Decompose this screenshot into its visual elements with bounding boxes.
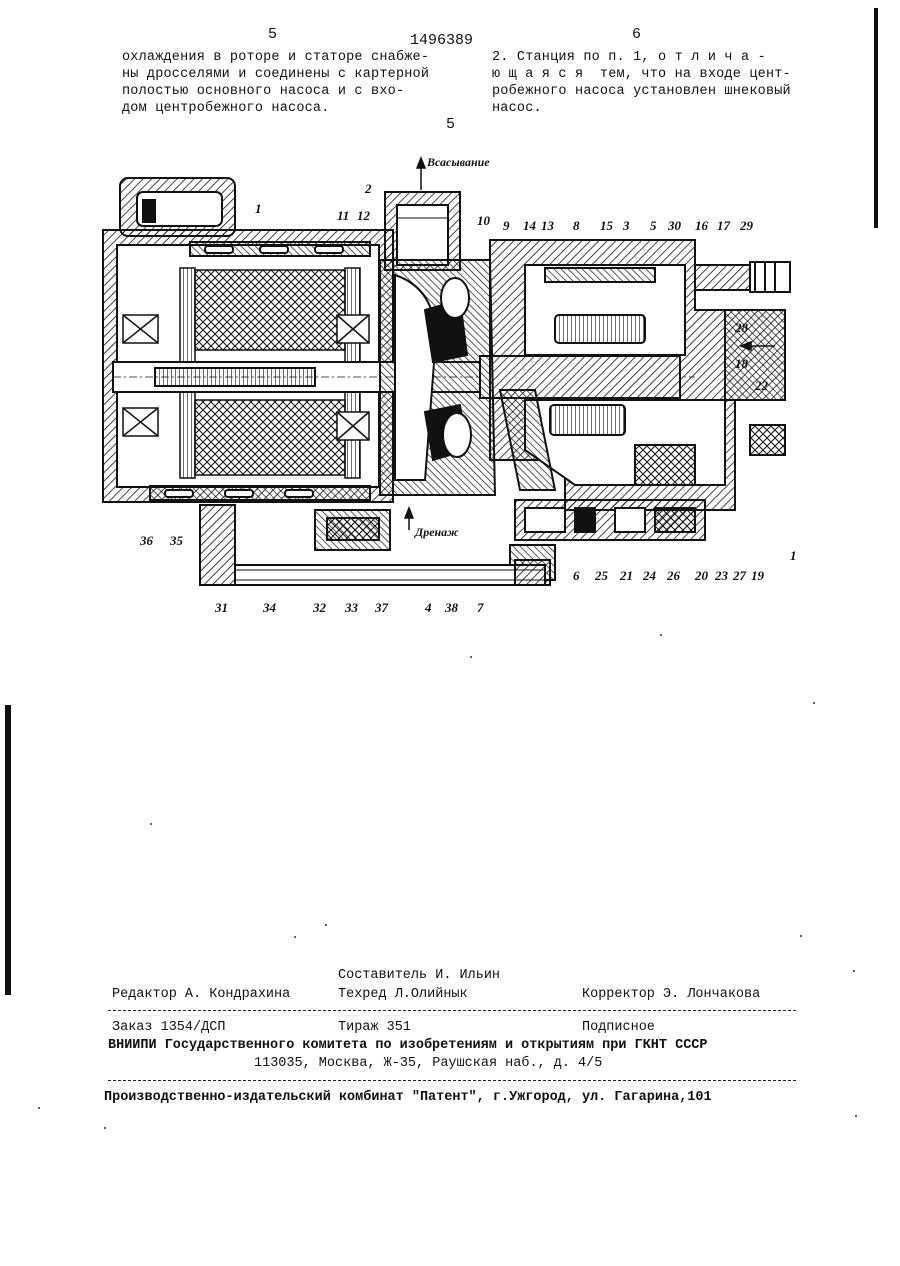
imprint-subscription: Подписное [582, 1020, 655, 1035]
callout: 19 [751, 568, 765, 583]
left-line: охлаждения в роторе и статоре снабже- [122, 49, 429, 66]
scan-speck [853, 970, 855, 972]
callout: 2 [364, 181, 372, 196]
scan-speck [294, 936, 296, 938]
left-line: дом центробежного насоса. [122, 100, 429, 117]
callout: 38 [444, 600, 459, 615]
callout: 16 [695, 218, 709, 233]
callout: 10 [477, 213, 491, 228]
scan-speck [800, 935, 802, 937]
imprint-order: Заказ 1354/ДСП [112, 1020, 225, 1035]
callout: 24 [642, 568, 657, 583]
imprint-org-line2: 113035, Москва, Ж-35, Раушская наб., д. … [254, 1056, 602, 1071]
callout: 33 [344, 600, 359, 615]
scan-speck [470, 656, 472, 658]
imprint-publisher: Производственно-издательский комбинат "П… [104, 1090, 712, 1105]
imprint-editor: Редактор А. Кондрахина [112, 987, 290, 1002]
callout: 20 [694, 568, 709, 583]
callout: 1 [255, 201, 262, 216]
callout: 32 [312, 600, 327, 615]
line-marker: 5 [446, 116, 455, 133]
callout: 26 [666, 568, 681, 583]
left-column: охлаждения в роторе и статоре снабже- ны… [122, 49, 429, 117]
callout: 12 [357, 208, 371, 223]
callout: 35 [169, 533, 184, 548]
callout: 21 [619, 568, 633, 583]
centrifugal-pump [380, 192, 495, 495]
right-line: 2. Станция по п. 1, о т л и ч а - [492, 49, 791, 66]
drain-label: Дренаж [414, 525, 459, 539]
callout: 3 [622, 218, 630, 233]
page-number-left: 5 [268, 26, 277, 43]
callout: 17 [717, 218, 731, 233]
patent-number: 1496389 [410, 32, 473, 49]
scan-speck [38, 1107, 40, 1109]
scan-margin-left [5, 705, 11, 995]
callout: 29 [739, 218, 754, 233]
callout: 22 [754, 378, 769, 393]
callout: 8 [573, 218, 580, 233]
callout: 5 [650, 218, 657, 233]
callout: 7 [477, 600, 484, 615]
callout: 27 [732, 568, 747, 583]
callout: 36 [139, 533, 154, 548]
callout: 34 [262, 600, 277, 615]
callout: 14 [523, 218, 537, 233]
callout: 15 [600, 218, 614, 233]
rule-top [108, 1010, 796, 1011]
left-line: ны дросселями и соединены с картерной [122, 66, 429, 83]
callout: 9 [503, 218, 510, 233]
callout: 13 [541, 218, 555, 233]
bottom-drain-line [200, 505, 550, 585]
callout: 18 [735, 356, 749, 371]
suction-label: Всасывание [426, 155, 490, 169]
imprint-compiler: Составитель И. Ильин [338, 968, 500, 983]
right-line: насос. [492, 100, 791, 117]
scan-margin-right [874, 8, 878, 228]
callout: 23 [714, 568, 729, 583]
callout: 11 [337, 208, 349, 223]
callout: 1 [790, 548, 797, 563]
callout: 25 [594, 568, 609, 583]
rule-bottom [108, 1080, 796, 1081]
callout: 30 [667, 218, 682, 233]
right-line: ю щ а я с я тем, что на входе цент- [492, 66, 791, 83]
page-number-right: 6 [632, 26, 641, 43]
right-line: робежного насоса установлен шнековый [492, 83, 791, 100]
callout: 6 [573, 568, 580, 583]
scan-speck [325, 924, 327, 926]
scan-speck [150, 823, 152, 825]
imprint-techred: Техред Л.Олийнык [338, 987, 468, 1002]
imprint-org-line1: ВНИИПИ Государственного комитета по изоб… [108, 1038, 708, 1053]
imprint-corrector: Корректор Э. Лончакова [582, 987, 760, 1002]
scan-speck [104, 1127, 106, 1129]
callout: 37 [374, 600, 389, 615]
scan-speck [855, 1115, 857, 1117]
left-line: полостью основного насоса и с вхо- [122, 83, 429, 100]
right-column: 2. Станция по п. 1, о т л и ч а - ю щ а … [492, 49, 791, 117]
callout: 4 [424, 600, 432, 615]
scan-speck [813, 702, 815, 704]
callouts-top: 1 2 11 12 10 9 14 13 8 15 3 5 30 16 17 2… [255, 181, 754, 233]
scan-speck [660, 634, 662, 636]
callout: 28 [734, 320, 749, 335]
piston-pump-body [490, 240, 790, 510]
callout: 31 [214, 600, 228, 615]
pump-station-drawing: Всасывание Дренаж 1 2 11 12 10 9 14 13 8… [95, 150, 810, 625]
imprint-circulation: Тираж 351 [338, 1020, 411, 1035]
